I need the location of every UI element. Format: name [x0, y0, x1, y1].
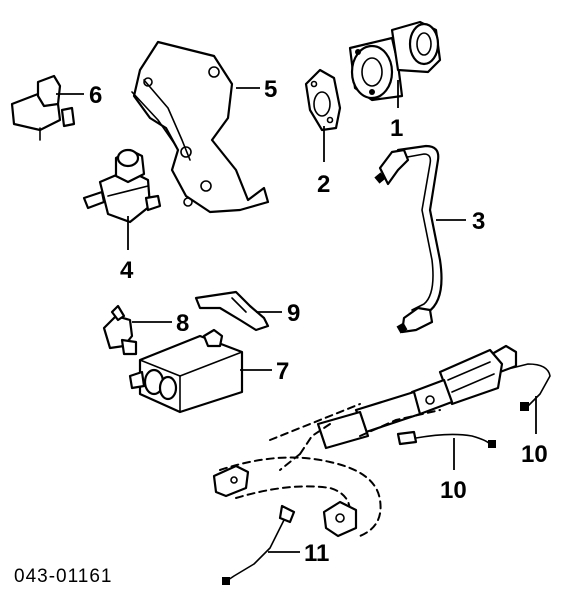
diagram-code: 043-01161 [14, 566, 112, 587]
callout-7: 7 [276, 358, 289, 385]
callout-10-right: 10 [521, 441, 548, 468]
part-5-bracket [131, 40, 270, 214]
part-2-gasket [304, 68, 342, 132]
part-4-vacuum-valve [82, 148, 162, 224]
part-1-egr-valve [348, 20, 442, 102]
callout-6: 6 [89, 82, 102, 109]
callout-1: 1 [390, 115, 403, 142]
part-6-sensor [10, 74, 76, 141]
part-10-sensor-wire-right [490, 344, 551, 411]
part-11-sensor-wire [222, 504, 296, 585]
callout-2: 2 [317, 171, 330, 198]
leader-lines [56, 80, 537, 553]
callout-5: 5 [264, 76, 277, 103]
part-3-egr-pipe [374, 144, 443, 334]
callout-10-center: 10 [440, 477, 467, 504]
callout-11: 11 [304, 540, 329, 567]
callout-8: 8 [176, 310, 189, 337]
part-10-sensor-wire-center [396, 430, 496, 448]
callout-3: 3 [472, 208, 485, 235]
callout-9: 9 [287, 300, 300, 327]
part-8-clip [102, 304, 138, 356]
callout-4: 4 [120, 257, 134, 284]
exhaust-pipe-assembly [212, 348, 504, 538]
part-9-strap [194, 290, 270, 332]
part-7-canister [128, 328, 244, 414]
